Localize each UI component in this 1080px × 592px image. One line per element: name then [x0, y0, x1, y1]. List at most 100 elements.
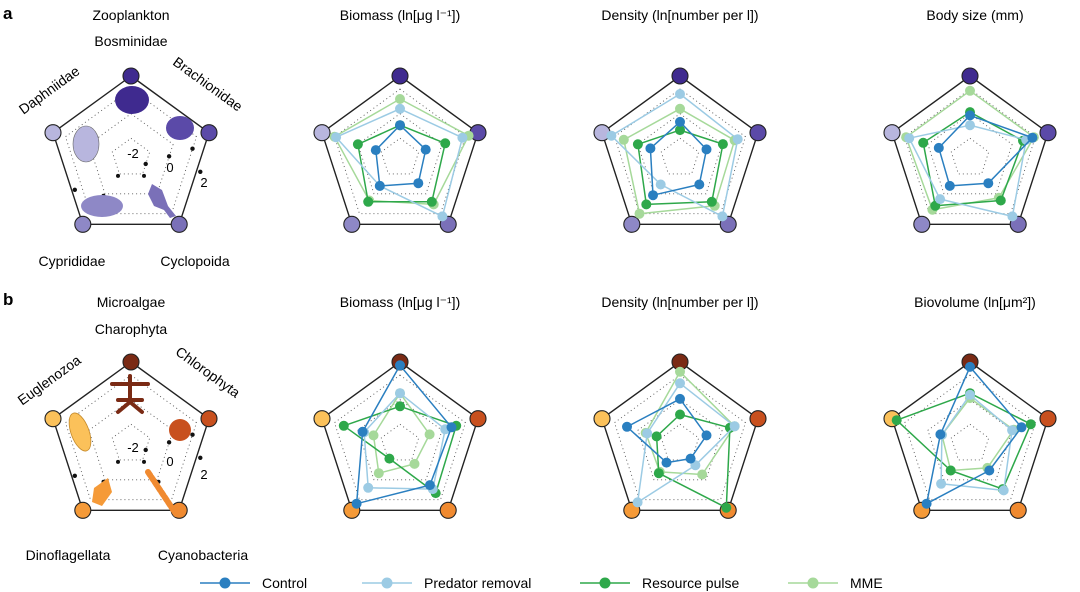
series-line-b1-3 [372, 392, 431, 474]
axis-marker-a2-0 [671, 67, 689, 85]
taxon-label-daphniidae: Daphniidae [16, 63, 83, 118]
data-point-b3-1-3 [936, 478, 947, 489]
radar-grid-ring-a2-0 [660, 137, 700, 175]
data-point-a3-1-0 [965, 120, 975, 131]
radar-outer-frame-a2 [601, 75, 759, 226]
edge-tick-dot-right-a [198, 169, 203, 174]
euglenozoa-icon [68, 412, 92, 452]
data-point-b3-1-1 [1007, 425, 1018, 436]
data-point-a2-0-2 [694, 179, 705, 190]
data-point-b1-2-4 [338, 420, 349, 431]
radar-outer-frame-a3 [891, 75, 1049, 226]
radar-grid-ring-a3-0 [950, 137, 990, 175]
metric-title-a-3: Body size (mm) [926, 7, 1023, 23]
taxon-label-bosminidae: Bosminidae [94, 33, 167, 49]
axis-marker-b1-2 [439, 501, 457, 519]
series-line-b3-0 [925, 366, 1023, 505]
data-point-b2-3-0 [675, 366, 685, 377]
ring-label-a-0: 0 [166, 160, 173, 175]
data-point-b1-3-1 [424, 429, 435, 440]
radar-chart-a1 [313, 67, 487, 233]
data-point-a2-1-4 [606, 130, 617, 141]
series-line-b2-1 [636, 382, 736, 504]
data-point-a1-2-4 [352, 139, 363, 150]
data-point-b1-0-4 [357, 426, 368, 437]
data-point-a3-0-3 [944, 180, 955, 191]
data-point-a2-2-2 [706, 196, 717, 207]
data-point-b2-1-4 [642, 428, 653, 439]
data-point-b1-0-0 [395, 360, 405, 371]
data-point-a1-0-2 [413, 178, 424, 189]
brachionidae-icon [166, 116, 194, 140]
legend-marker-2 [599, 577, 611, 589]
series-line-b2-3 [644, 371, 736, 476]
axis-marker-a2-1 [749, 124, 767, 142]
axis-marker-key-b-1 [200, 410, 218, 428]
ring-label-b-neg2: -2 [127, 440, 139, 455]
data-point-a3-0-0 [965, 110, 975, 121]
data-point-a3-2-2 [995, 195, 1006, 206]
edge-tick-dot-right-b [198, 455, 203, 460]
radar-charts-layer [313, 67, 1057, 519]
ring-label-b-0: 0 [166, 454, 173, 469]
radar-grid-ring-a1-0 [380, 137, 420, 175]
axis-marker-key-a-1 [200, 124, 218, 142]
data-point-b2-1-1 [729, 421, 740, 432]
key-title-zooplankton: Zooplankton [92, 7, 169, 23]
radar-grid-ring-b2-0 [660, 423, 700, 461]
data-point-b1-3-4 [368, 430, 379, 441]
series-line-b2-2 [655, 413, 731, 509]
legend-marker-1 [381, 577, 393, 589]
axis-marker-a3-0 [961, 67, 979, 85]
data-point-a2-3-4 [618, 134, 629, 145]
data-point-b1-0-2 [424, 480, 435, 491]
data-point-b2-0-4 [622, 421, 632, 432]
data-point-a3-2-4 [918, 137, 929, 148]
axis-marker-a3-1 [1039, 124, 1057, 142]
data-point-b3-1-0 [965, 389, 975, 400]
radar-outer-frame-b1 [321, 361, 479, 511]
series-line-a3-1 [908, 124, 1027, 218]
series-line-a2-1 [610, 93, 739, 218]
series-line-a1-0 [375, 124, 427, 187]
ring-label-a-2: 2 [200, 175, 207, 190]
axis-marker-b1-1 [469, 410, 487, 428]
metric-title-a-2: Density (ln[number per l]) [601, 7, 758, 23]
data-point-b2-2-2 [721, 502, 732, 513]
series-line-a2-0 [649, 121, 708, 196]
legend-item-3: MME [788, 575, 883, 591]
edge-tick-dot-b [72, 473, 78, 478]
data-point-a2-0-4 [645, 143, 656, 154]
axis-marker-key-a-3 [74, 215, 92, 233]
radar-outer-frame-b3 [891, 361, 1049, 511]
data-point-a1-0-3 [374, 180, 385, 191]
radar-chart-b2 [593, 353, 767, 519]
scale-tick-dot-b-0 [143, 447, 148, 453]
data-point-a3-1-3 [935, 194, 946, 205]
data-point-a3-3-0 [965, 85, 975, 96]
data-point-b1-2-0 [395, 401, 405, 412]
radar-outer-frame-a1 [321, 75, 479, 226]
radar-outer-frame-key-a [52, 75, 210, 226]
metric-title-b-1: Biomass (ln[μg l⁻¹]) [340, 294, 460, 310]
taxon-label-dinoflagellata: Dinoflagellata [26, 547, 111, 563]
ring-tick-dot-a-2-0 [142, 173, 146, 178]
key-radar-a [44, 67, 218, 233]
axis-marker-key-a-0 [122, 67, 140, 85]
series-line-a1-3 [333, 98, 470, 206]
data-point-b3-2-4 [891, 415, 902, 426]
data-point-b1-0-3 [351, 498, 362, 509]
taxon-label-charophyta: Charophyta [95, 321, 168, 337]
ring-tick-dot-a-3-0 [116, 173, 120, 178]
data-point-a1-1-2 [437, 211, 448, 222]
data-point-b3-0-3 [921, 498, 932, 509]
ring-label-b-2: 2 [200, 467, 207, 482]
data-point-a1-2-3 [363, 196, 374, 207]
data-point-a2-2-1 [717, 139, 728, 150]
series-line-b1-1 [363, 392, 446, 490]
series-line-a1-1 [335, 108, 464, 218]
panel-letter-b: b [3, 290, 13, 309]
radar-outer-frame-key-b [52, 361, 210, 511]
data-point-a2-0-3 [648, 190, 658, 201]
